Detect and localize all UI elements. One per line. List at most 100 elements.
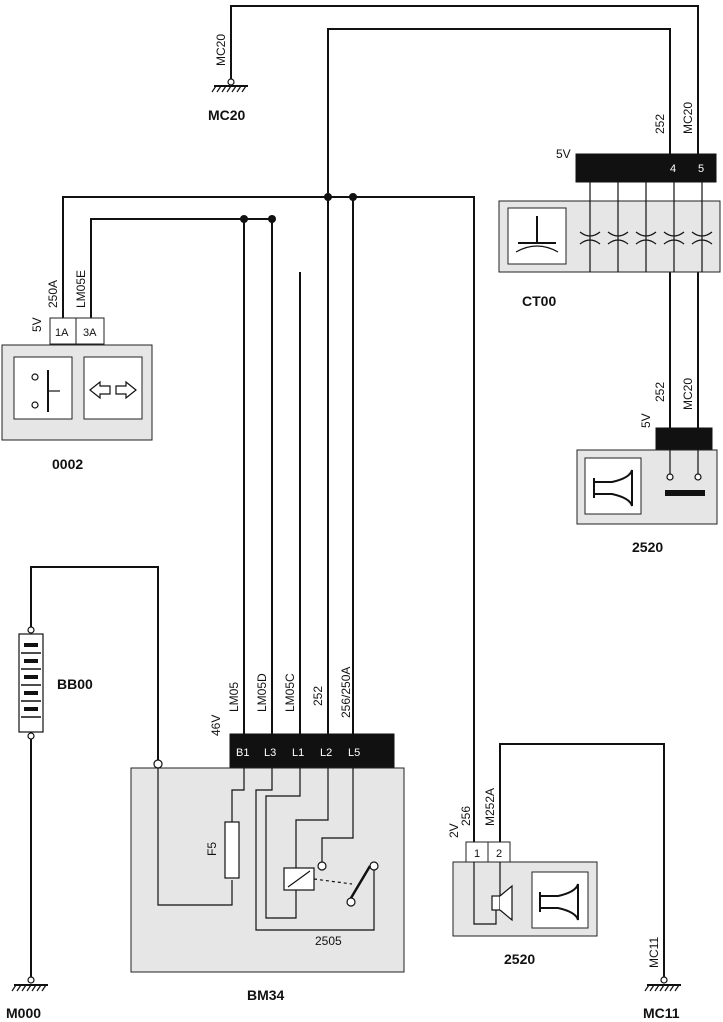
wire-label: MC20	[681, 102, 695, 134]
relay-label: 2505	[315, 934, 342, 948]
connector-pin	[687, 153, 717, 183]
terminal-icon	[666, 473, 674, 481]
connector-pin	[603, 153, 633, 183]
bm34-internal-wiring	[153, 759, 379, 931]
ground-terminal-icon	[660, 976, 668, 984]
terminal-icon	[27, 732, 35, 740]
connector-pin	[229, 733, 259, 769]
c0002-arrows-box	[83, 356, 143, 420]
ground-m000: M000	[6, 976, 48, 1021]
antenna-icon	[515, 216, 559, 253]
splices	[240, 193, 357, 223]
wire-label: MC20	[681, 378, 695, 410]
connector-pin	[683, 427, 713, 451]
ground-ref-label: M000	[6, 1005, 41, 1021]
wire-256-main	[327, 28, 671, 845]
horn-bottom-wiring	[473, 862, 501, 925]
ground-mc20: MC20 MC20	[208, 34, 248, 123]
voltage-label: 5V	[30, 317, 44, 332]
wire-label: 250A	[46, 280, 60, 308]
connector-pin	[75, 317, 105, 345]
pin-label: 3A	[83, 327, 97, 339]
ground-hatch-icon	[11, 984, 47, 992]
wire-mc20-top	[230, 5, 699, 158]
component-ref-label: BM34	[247, 987, 285, 1003]
splice-dot	[240, 215, 248, 223]
component-ref-label: 2520	[632, 539, 663, 555]
pin-label: 1	[474, 848, 480, 860]
connector-pin	[655, 427, 685, 451]
ground-ref-label: MC20	[208, 107, 246, 123]
component-bb00: BB00	[18, 626, 93, 740]
voltage-label: 5V	[639, 413, 653, 428]
wire-label: 256/250A	[339, 667, 353, 718]
wire-label: 252	[311, 686, 325, 706]
fuse-label: F5	[205, 842, 219, 856]
component-horn-bottom: 2V 256 M252A 1 2 2520	[447, 788, 598, 967]
arrows-icon	[89, 380, 137, 400]
wire-label: 256	[459, 806, 473, 826]
wire-m252a	[499, 743, 665, 978]
ct00-contact-icons	[579, 231, 713, 245]
wire-label: M252A	[483, 788, 497, 826]
pin-label: L2	[320, 747, 332, 759]
pin-label: 1A	[55, 327, 69, 339]
c0002-switch-box	[13, 356, 73, 420]
wire-bb00-top	[30, 566, 159, 762]
ground-ref-label: MC11	[643, 1005, 680, 1021]
ground-hatch-icon	[644, 984, 680, 992]
wire-label: LM05D	[255, 673, 269, 712]
connector-pin	[257, 733, 287, 769]
ground-terminal-icon	[227, 78, 235, 86]
battery-cells-icon	[21, 643, 41, 718]
splice-dot	[268, 215, 276, 223]
ground-hatch-icon	[211, 85, 247, 93]
component-horn-top: 5V 252 MC20 2520	[576, 378, 718, 555]
switch-icon	[31, 370, 60, 412]
pin-label: B1	[236, 747, 249, 759]
wire-250a-bus	[62, 196, 353, 318]
speaker-icon	[491, 895, 501, 911]
contact-bar-icon	[665, 490, 705, 496]
relay-coil-diagonal	[287, 870, 311, 888]
connector-pin	[575, 153, 605, 183]
wire-lm05e	[90, 218, 272, 318]
wire-label: LM05	[227, 682, 241, 712]
wire-label: 252	[653, 114, 667, 134]
ground-mc11: MC11 MC11	[643, 937, 681, 1021]
horn-icon	[539, 883, 579, 921]
voltage-label: 5V	[556, 147, 571, 161]
wire-label: MC11	[647, 937, 661, 968]
wires	[30, 5, 699, 978]
component-ref-label: 0002	[52, 456, 83, 472]
pin-label: 2	[496, 848, 502, 860]
pin-label: 4	[670, 163, 676, 175]
component-ref-label: CT00	[522, 293, 556, 309]
connector-pin	[49, 317, 77, 345]
component-ref-label: 2520	[504, 951, 535, 967]
wire-label: LM05C	[283, 673, 297, 712]
fuse-icon	[224, 821, 240, 879]
component-0002: 5V 250A LM05E 1A 3A 0002	[1, 270, 153, 472]
pin-label: 5	[698, 163, 704, 175]
connector-pin	[631, 153, 661, 183]
bm34-body	[130, 767, 405, 973]
wire-label: 252	[653, 382, 667, 402]
wire-label: LM05E	[74, 270, 88, 308]
component-ref-label: BB00	[57, 676, 93, 692]
terminal-icon	[27, 626, 35, 634]
terminal-icon	[694, 473, 702, 481]
pin-label: L1	[292, 747, 304, 759]
ct00-pin-lines	[589, 182, 703, 272]
speaker-cone-icon	[499, 884, 513, 922]
component-bm34: 46V LM05 LM05D LM05C 252 256/250A B1 L3 …	[130, 197, 405, 1003]
ground-terminal-icon	[27, 976, 35, 984]
wire-label: MC20	[214, 34, 228, 66]
voltage-label: 2V	[447, 823, 461, 838]
connector-pin	[369, 733, 395, 769]
pin-label: L5	[348, 747, 360, 759]
splice-dot	[349, 193, 357, 201]
component-ct00: 5V 252 MC20 4 5 CT00	[498, 102, 721, 309]
